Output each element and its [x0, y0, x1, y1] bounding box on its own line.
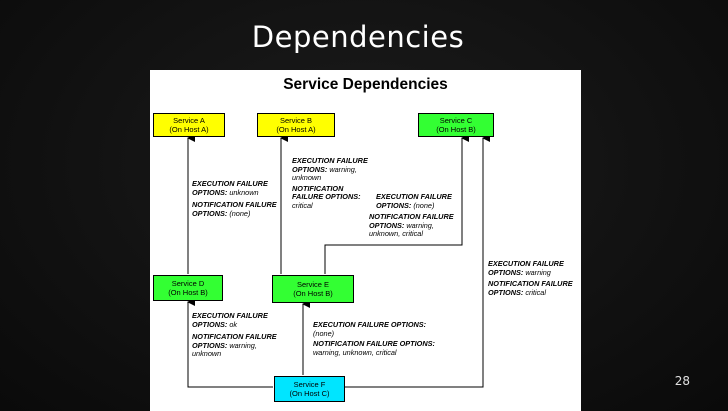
arrow-f-to-d: [187, 298, 273, 388]
note-label: NOTIFICATION FAILURE OPTIONS:: [313, 339, 435, 349]
note-f-to-c: EXECUTION FAILURE OPTIONS: warning NOTIF…: [488, 259, 573, 297]
page-number: 28: [674, 374, 690, 388]
note-label: EXECUTION FAILURE: [488, 259, 564, 268]
service-c-name: Service C: [439, 116, 473, 125]
note-label: OPTIONS:: [488, 267, 524, 277]
note-e-to-c: EXECUTION FAILURE OPTIONS: (none) NOTIFI…: [369, 192, 454, 239]
note-value: (none): [413, 200, 435, 210]
service-a-host: (On Host A): [169, 125, 209, 134]
note-value: warning,: [229, 340, 257, 350]
note-label: OPTIONS:: [192, 340, 228, 350]
note-label: OPTIONS:: [376, 200, 412, 210]
note-value: (none): [229, 208, 251, 218]
note-value: warning,: [329, 164, 357, 174]
service-d-host: (On Host B): [168, 288, 208, 297]
note-label: NOTIFICATION: [292, 183, 344, 193]
service-f-name: Service F: [293, 380, 326, 389]
service-c-box: Service C (On Host B): [418, 113, 494, 137]
note-label: EXECUTION FAILURE: [192, 311, 268, 320]
note-value: critical: [525, 287, 546, 297]
note-value: unknown: [292, 173, 322, 183]
note-label: NOTIFICATION FAILURE: [192, 332, 277, 342]
note-e-to-b: EXECUTION FAILURE OPTIONS: warning, unkn…: [292, 156, 368, 211]
note-value: ok: [229, 319, 238, 329]
service-b-name: Service B: [279, 116, 313, 125]
note-f-to-e: EXECUTION FAILURE OPTIONS: (none) NOTIFI…: [313, 320, 435, 357]
service-b-box: Service B (On Host A): [257, 113, 335, 137]
note-label: EXECUTION FAILURE: [292, 156, 368, 165]
dependency-arrows: [187, 134, 490, 388]
note-d-to-a: EXECUTION FAILURE OPTIONS: unknown NOTIF…: [192, 179, 277, 218]
note-label: OPTIONS:: [192, 208, 228, 218]
note-value: unknown: [192, 349, 222, 359]
service-e-name: Service E: [296, 280, 330, 289]
note-label: FAILURE OPTIONS:: [292, 192, 361, 202]
note-label: EXECUTION FAILURE: [376, 192, 452, 201]
service-a-name: Service A: [173, 116, 205, 125]
note-label: OPTIONS:: [369, 220, 405, 230]
note-label: NOTIFICATION FAILURE: [369, 212, 454, 222]
note-label: EXECUTION FAILURE OPTIONS:: [313, 320, 427, 329]
note-value: warning, unknown, critical: [313, 347, 397, 357]
note-value: critical: [292, 200, 313, 210]
note-label: OPTIONS:: [192, 319, 228, 329]
service-d-name: Service D: [171, 279, 205, 288]
diagram-title: Service Dependencies: [283, 76, 448, 93]
service-f-host: (On Host C): [289, 389, 330, 398]
service-b-host: (On Host A): [276, 125, 316, 134]
note-label: NOTIFICATION FAILURE: [192, 200, 277, 210]
note-f-to-d: EXECUTION FAILURE OPTIONS: ok NOTIFICATI…: [192, 311, 277, 359]
note-value: unknown, critical: [369, 229, 423, 239]
note-value: (none): [313, 328, 335, 338]
service-c-host: (On Host B): [436, 125, 476, 134]
service-e-host: (On Host B): [293, 289, 333, 298]
service-d-box: Service D (On Host B): [153, 275, 223, 301]
note-label: EXECUTION FAILURE: [192, 179, 268, 188]
note-label: OPTIONS:: [192, 187, 228, 197]
note-label: OPTIONS:: [292, 164, 328, 174]
note-value: warning: [525, 267, 551, 277]
service-dependency-diagram: Service Dependencies Service A (On Host …: [150, 70, 581, 411]
arrow-e-to-c: [324, 134, 469, 274]
note-label: OPTIONS:: [488, 287, 524, 297]
note-label: NOTIFICATION FAILURE: [488, 279, 573, 289]
arrow-f-to-c: [345, 134, 490, 388]
note-value: unknown: [229, 187, 259, 197]
service-f-box: Service F (On Host C): [274, 376, 345, 402]
service-e-box: Service E (On Host B): [272, 275, 354, 303]
slide-title: Dependencies: [251, 20, 465, 54]
service-a-box: Service A (On Host A): [153, 113, 225, 137]
note-value: warning,: [406, 220, 434, 230]
